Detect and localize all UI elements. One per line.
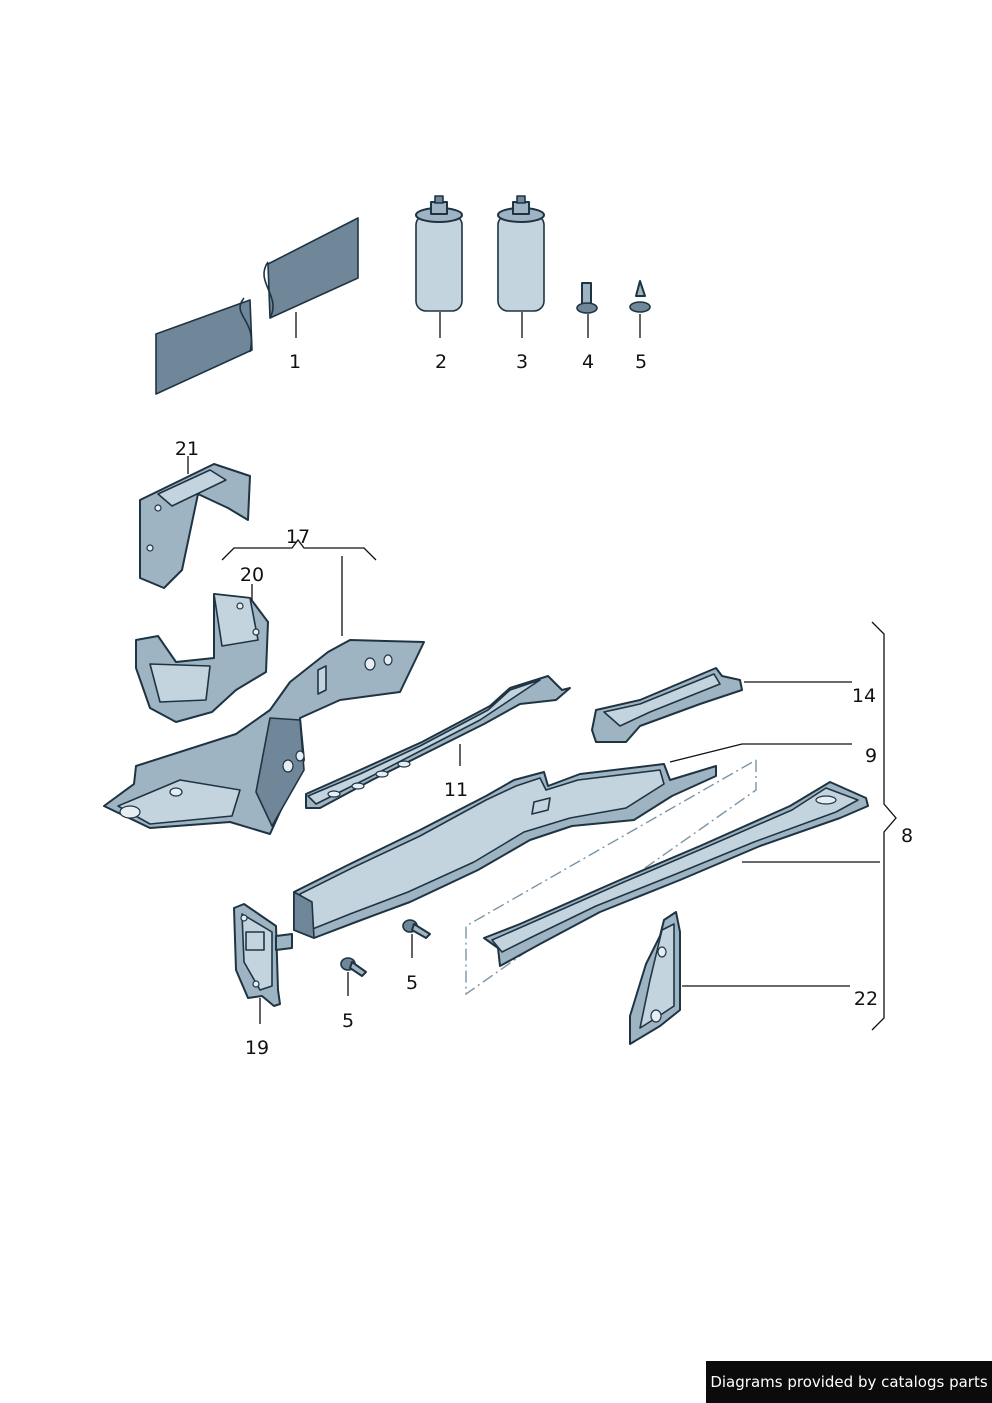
footer-text: Diagrams provided by catalogs parts	[710, 1373, 988, 1391]
part-8-sill-member	[483, 781, 880, 967]
part-11-member	[305, 675, 571, 809]
part-14-rail	[591, 667, 852, 743]
part-20-support	[135, 584, 269, 723]
screw-5-left	[340, 957, 367, 996]
callout-5-left: 5	[342, 1010, 354, 1032]
part-3-spray-can	[497, 195, 545, 338]
callout-5-center: 5	[406, 972, 418, 994]
hidden-outline	[465, 759, 757, 996]
callout-8: 8	[901, 825, 913, 847]
part-2-spray-can	[415, 195, 463, 338]
callout-20: 20	[240, 564, 264, 586]
part-8-brace	[871, 621, 897, 1031]
callout-2: 2	[435, 351, 447, 373]
part-1-strip	[155, 217, 359, 395]
part-19-plate	[233, 903, 293, 1024]
callout-3: 3	[516, 351, 528, 373]
callout-19: 19	[245, 1037, 269, 1059]
callout-4: 4	[582, 351, 594, 373]
callout-1: 1	[289, 351, 301, 373]
callout-labels: 1 2 3 4 5 21 17 20 14 9 11 8 5 22 5 19	[175, 351, 913, 1059]
part-17-assembly-bracket	[221, 538, 377, 636]
callout-14: 14	[852, 685, 876, 707]
part-5-clip	[629, 280, 651, 338]
callout-9: 9	[865, 745, 877, 767]
part-22-panel	[629, 911, 850, 1045]
footer-credit: Diagrams provided by catalogs parts	[706, 1361, 992, 1403]
part-4-screw	[576, 282, 598, 338]
callout-5-top: 5	[635, 351, 647, 373]
callout-17: 17	[286, 526, 310, 548]
callout-22: 22	[854, 988, 878, 1010]
part-17-front-member	[103, 639, 425, 835]
screw-5-center	[402, 919, 431, 958]
part-9-side-member	[293, 743, 852, 939]
callout-11: 11	[444, 779, 468, 801]
callout-21: 21	[175, 438, 199, 460]
part-21-bracket	[139, 456, 251, 589]
